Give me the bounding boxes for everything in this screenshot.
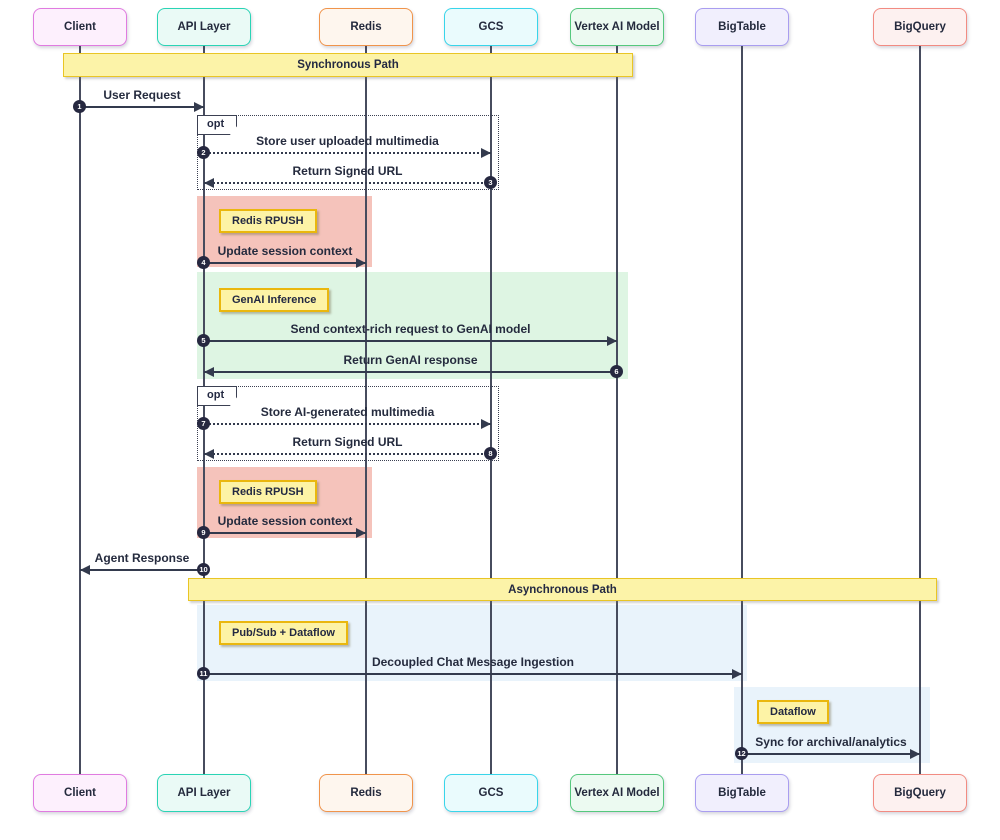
participant-redis-top: Redis <box>319 8 413 46</box>
arrowhead-7 <box>481 419 491 429</box>
participant-client-bottom: Client <box>33 774 127 812</box>
region-label-dataflow: Dataflow <box>757 700 829 724</box>
message-line-5 <box>204 340 617 342</box>
arrowhead-1 <box>194 102 204 112</box>
arrowhead-11 <box>732 669 742 679</box>
participant-client-top: Client <box>33 8 127 46</box>
arrowhead-8 <box>204 449 214 459</box>
message-label-1: User Request <box>103 88 181 102</box>
region-label-genai-inference: GenAI Inference <box>219 288 330 312</box>
message-label-4: Update session context <box>217 244 353 258</box>
participant-bigquery-bottom: BigQuery <box>873 774 967 812</box>
participant-gcs-bottom: GCS <box>444 774 538 812</box>
arrowhead-3 <box>204 178 214 188</box>
message-line-6 <box>204 371 617 373</box>
arrowhead-9 <box>356 528 366 538</box>
region-label-pubsub-dataflow: Pub/Sub + Dataflow <box>219 621 348 645</box>
message-line-10 <box>80 569 204 571</box>
message-label-11: Decoupled Chat Message Ingestion <box>371 655 575 669</box>
lifeline-vertex <box>616 46 618 774</box>
message-line-2 <box>204 152 491 154</box>
participant-api-top: API Layer <box>157 8 251 46</box>
banner-asynchronous-path: Asynchronous Path <box>188 578 937 601</box>
region-dataflow <box>734 687 930 763</box>
arrowhead-4 <box>356 258 366 268</box>
opt-frame-tag: opt <box>197 386 238 406</box>
participant-bigquery-top: BigQuery <box>873 8 967 46</box>
lifeline-bigtable <box>741 46 743 774</box>
message-line-11 <box>204 673 742 675</box>
message-label-12: Sync for archival/analytics <box>755 735 907 749</box>
lifeline-api <box>203 46 205 774</box>
participant-redis-bottom: Redis <box>319 774 413 812</box>
arrowhead-5 <box>607 336 617 346</box>
message-number-6: 6 <box>610 365 623 378</box>
banner-synchronous-path: Synchronous Path <box>63 53 633 77</box>
region-label-redis-rpush-1: Redis RPUSH <box>219 209 317 233</box>
opt-frame-tag: opt <box>197 115 238 135</box>
arrowhead-12 <box>910 749 920 759</box>
message-line-3 <box>204 182 491 184</box>
arrowhead-10 <box>80 565 90 575</box>
lifeline-redis <box>365 46 367 774</box>
participant-bigtable-top: BigTable <box>695 8 789 46</box>
message-label-7: Store AI-generated multimedia <box>260 405 435 419</box>
message-label-10: Agent Response <box>94 551 190 565</box>
message-number-1: 1 <box>73 100 86 113</box>
message-number-11: 11 <box>197 667 210 680</box>
arrowhead-2 <box>481 148 491 158</box>
message-number-4: 4 <box>197 256 210 269</box>
message-line-4 <box>204 262 366 264</box>
message-number-8: 8 <box>484 447 497 460</box>
message-number-10: 10 <box>197 563 210 576</box>
region-label-redis-rpush-2: Redis RPUSH <box>219 480 317 504</box>
message-line-1 <box>80 106 204 108</box>
message-number-12: 12 <box>735 747 748 760</box>
message-number-3: 3 <box>484 176 497 189</box>
message-label-5: Send context-rich request to GenAI model <box>290 322 531 336</box>
participant-gcs-top: GCS <box>444 8 538 46</box>
participant-vertex-bottom: Vertex AI Model <box>570 774 664 812</box>
message-number-2: 2 <box>197 146 210 159</box>
lifeline-bigquery <box>919 46 921 774</box>
message-label-3: Return Signed URL <box>292 164 403 178</box>
message-line-12 <box>742 753 920 755</box>
participant-vertex-top: Vertex AI Model <box>570 8 664 46</box>
message-number-9: 9 <box>197 526 210 539</box>
message-line-7 <box>204 423 491 425</box>
opt-frame-2: opt <box>197 386 499 461</box>
lifeline-client <box>79 46 81 774</box>
participant-bigtable-bottom: BigTable <box>695 774 789 812</box>
message-label-8: Return Signed URL <box>292 435 403 449</box>
message-label-2: Store user uploaded multimedia <box>256 134 439 148</box>
message-label-6: Return GenAI response <box>343 353 478 367</box>
arrowhead-6 <box>204 367 214 377</box>
lifeline-gcs <box>490 46 492 774</box>
message-line-8 <box>204 453 491 455</box>
message-number-5: 5 <box>197 334 210 347</box>
message-label-9: Update session context <box>217 514 353 528</box>
message-number-7: 7 <box>197 417 210 430</box>
participant-api-bottom: API Layer <box>157 774 251 812</box>
message-line-9 <box>204 532 366 534</box>
